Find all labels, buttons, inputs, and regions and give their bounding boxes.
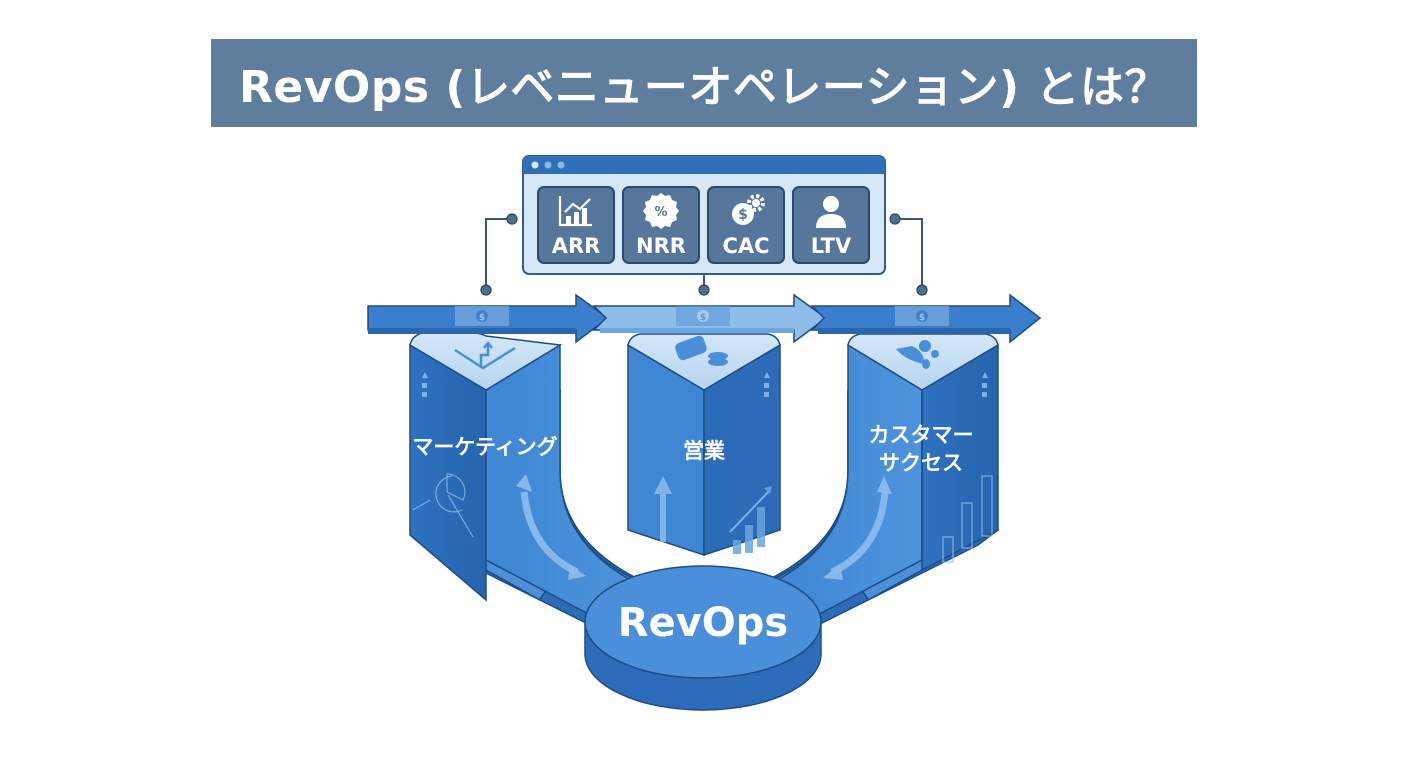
- connector-dot: [916, 284, 928, 296]
- window-dot: [557, 161, 565, 169]
- svg-text:%: %: [654, 205, 667, 220]
- kpi-label-cac: CAC: [722, 234, 769, 258]
- arrow-head: [516, 474, 532, 492]
- banknote-icon: $: [895, 306, 949, 326]
- bidirectional-arrow-icon: [830, 491, 889, 576]
- dollar-gear-icon: $: [732, 194, 765, 225]
- department-label-sales: 営業: [683, 439, 726, 463]
- pillar-marketing[interactable]: マーケティング: [409, 332, 642, 621]
- connector-dot: [506, 213, 518, 225]
- bar-growth-icon: [729, 486, 772, 554]
- page-title: RevOps (レベニューオペレーション) とは？: [239, 62, 1169, 113]
- svg-text:$: $: [700, 313, 706, 323]
- percent-badge-icon: %: [643, 193, 679, 229]
- department-label-marketing: マーケティング: [412, 435, 557, 459]
- window-dot: [531, 161, 539, 169]
- user-icon: [816, 196, 846, 228]
- connector-dot: [480, 284, 492, 296]
- window-dot: [544, 161, 552, 169]
- pillar-customer-success[interactable]: カスタマー サクセス: [766, 333, 999, 621]
- bidirectional-arrow-icon: [520, 491, 579, 576]
- bar-chart-trend-icon: [558, 196, 592, 227]
- up-arrow-icon: [654, 476, 672, 542]
- bar-chart-icon: [942, 475, 993, 563]
- kpi-label-ltv: LTV: [811, 234, 852, 258]
- svg-text:$: $: [479, 313, 485, 323]
- connector-dot: [889, 213, 901, 225]
- core-label: RevOps: [618, 600, 788, 646]
- connector-left: [485, 218, 512, 290]
- signal-dots-icon: [764, 372, 770, 397]
- svg-text:$: $: [738, 207, 748, 223]
- arrow-head: [877, 476, 892, 494]
- svg-text:$: $: [919, 313, 925, 323]
- kpi-tile-nrr[interactable]: % NRR: [622, 186, 700, 264]
- pie-chart-icon: [412, 473, 474, 538]
- flow-arrow-3: $: [810, 293, 1042, 344]
- kpi-label-arr: ARR: [552, 234, 601, 258]
- banknote-icon: $: [676, 306, 730, 326]
- users-icon: [896, 340, 939, 369]
- banknote-icon: $: [455, 306, 509, 326]
- flow-arrow-2: $: [592, 293, 828, 344]
- title-banner: RevOps (レベニューオペレーション) とは？: [211, 39, 1197, 127]
- kpi-tile-ltv[interactable]: LTV: [792, 186, 870, 264]
- revops-core-disk[interactable]: RevOps: [584, 565, 822, 711]
- connector-right: [895, 218, 923, 290]
- signal-dots-icon: [982, 372, 988, 397]
- signal-dots-icon: [422, 372, 428, 397]
- department-label-cs-line2: サクセス: [879, 451, 963, 475]
- pillar-sales[interactable]: 営業: [627, 333, 781, 557]
- department-label-cs-line1: カスタマー: [869, 423, 974, 447]
- connector-dot: [698, 284, 710, 296]
- growth-chart-icon: [454, 340, 516, 370]
- kpi-tile-arr[interactable]: ARR: [537, 186, 615, 264]
- arrow-head: [823, 564, 843, 580]
- arrow-head: [568, 565, 586, 580]
- flow-arrow-1: $: [367, 293, 610, 344]
- kpi-tile-cac[interactable]: $ CAC: [707, 186, 785, 264]
- handshake-coins-icon: [675, 335, 728, 366]
- kpi-label-nrr: NRR: [636, 234, 686, 258]
